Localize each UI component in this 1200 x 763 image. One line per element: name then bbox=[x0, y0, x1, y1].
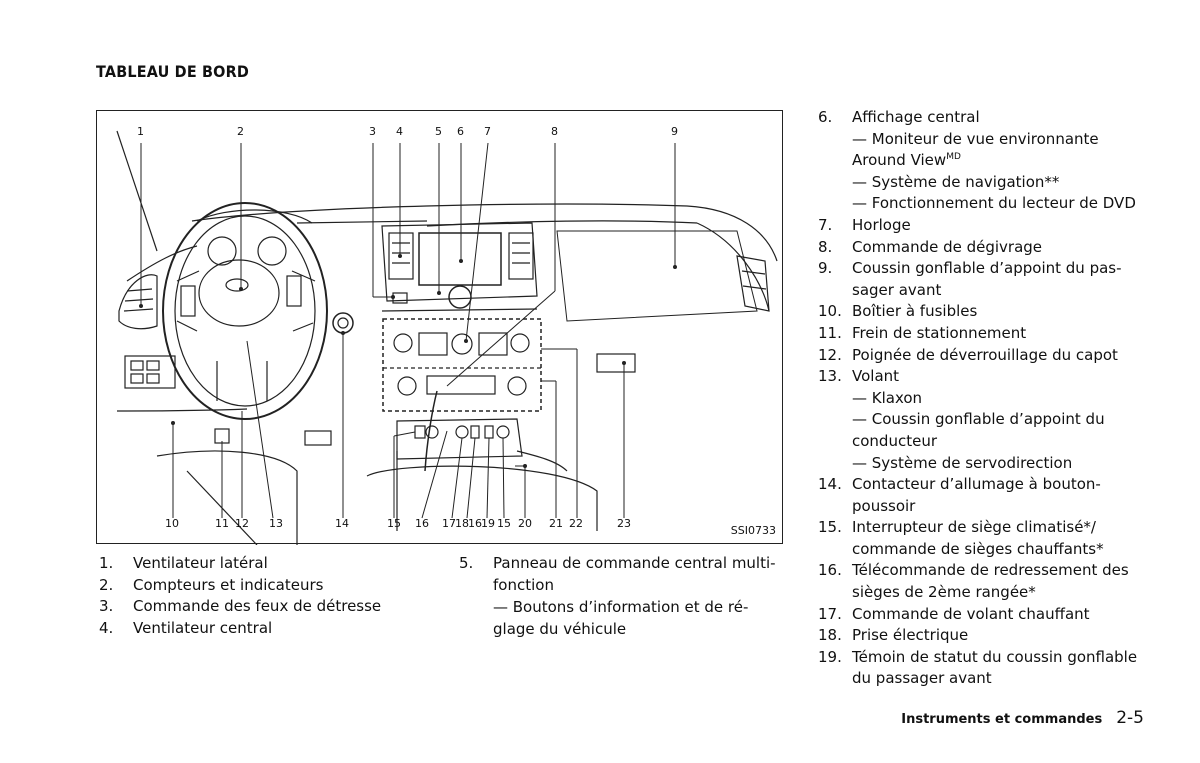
list-item: 1.Ventilateur latéral bbox=[99, 554, 268, 572]
legend-list-left: 1.Ventilateur latéral 2.Compteurs et ind… bbox=[99, 553, 439, 639]
list-item: 4.Ventilateur central bbox=[99, 618, 273, 637]
callout-23: 23 bbox=[617, 517, 631, 530]
page-number: 2-5 bbox=[1116, 708, 1144, 728]
callout-15a: 15 bbox=[387, 517, 401, 530]
callout-15b: 15 bbox=[497, 517, 511, 530]
list-item: 19.Témoin de statut du coussin gonflable… bbox=[818, 647, 1138, 688]
callout-14: 14 bbox=[335, 517, 349, 530]
callout-1: 1 bbox=[137, 125, 144, 138]
section-name: Instruments et commandes bbox=[901, 712, 1103, 727]
list-item: 6. Affichage central — Moniteur de vue e… bbox=[818, 108, 1136, 213]
callout-4: 4 bbox=[396, 125, 403, 138]
callout-8: 8 bbox=[551, 125, 558, 138]
list-item: 5. Panneau de commande central multi- fo… bbox=[459, 554, 776, 638]
callout-22: 22 bbox=[569, 517, 583, 530]
callout-11: 11 bbox=[215, 517, 229, 530]
list-item: 18.Prise électrique bbox=[818, 626, 969, 645]
list-item: 15.Interrupteur de siège climatisé*/comm… bbox=[818, 518, 1104, 558]
list-item: 13. Volant — Klaxon — Coussin gonflable … bbox=[818, 367, 1105, 472]
dashboard-illustration: 1 2 3 4 5 6 7 8 9 10 11 12 13 14 15 16 1… bbox=[96, 110, 783, 545]
list-item: 17.Commande de volant chauffant bbox=[818, 604, 1090, 623]
callout-18: 18 bbox=[455, 517, 469, 530]
callout-5: 5 bbox=[435, 125, 442, 138]
callout-2: 2 bbox=[237, 125, 244, 138]
dashboard-drawing bbox=[116, 130, 778, 545]
callout-3: 3 bbox=[369, 125, 376, 138]
list-item: 10.Boîtier à fusibles bbox=[818, 302, 978, 321]
legend-list-right: 6. Affichage central — Moniteur de vue e… bbox=[818, 107, 1146, 690]
page-footer: Instruments et commandes 2-5 bbox=[901, 708, 1144, 728]
figure-code: SSI0733 bbox=[730, 524, 776, 537]
callout-20: 20 bbox=[518, 517, 532, 530]
callout-13: 13 bbox=[269, 517, 283, 530]
list-item: 9.Coussin gonflable d’appoint du pas-sag… bbox=[818, 259, 1122, 299]
callout-6: 6 bbox=[457, 125, 464, 138]
list-item: 2.Compteurs et indicateurs bbox=[99, 575, 324, 594]
list-item: 7.Horloge bbox=[818, 215, 911, 234]
callout-10: 10 bbox=[165, 517, 179, 530]
callout-12: 12 bbox=[235, 517, 249, 530]
legend-list-middle: 5. Panneau de commande central multi- fo… bbox=[459, 553, 787, 640]
list-item: 11.Frein de stationnement bbox=[818, 323, 1027, 342]
callout-16a: 16 bbox=[415, 517, 429, 530]
list-item: 8.Commande de dégivrage bbox=[818, 237, 1043, 256]
callout-7: 7 bbox=[484, 125, 491, 138]
list-item: 12.Poignée de déverrouillage du capot bbox=[818, 345, 1118, 364]
callout-21: 21 bbox=[549, 517, 563, 530]
list-item: 14.Contacteur d’allumage à bouton-pousso… bbox=[818, 475, 1101, 515]
callout-17: 17 bbox=[442, 517, 456, 530]
list-item: 3.Commande des feux de détresse bbox=[99, 597, 382, 616]
callout-19: 19 bbox=[481, 517, 495, 530]
callout-16b: 16 bbox=[468, 517, 482, 530]
page-title: TABLEAU DE BORD bbox=[96, 62, 250, 81]
callout-9: 9 bbox=[671, 125, 678, 138]
